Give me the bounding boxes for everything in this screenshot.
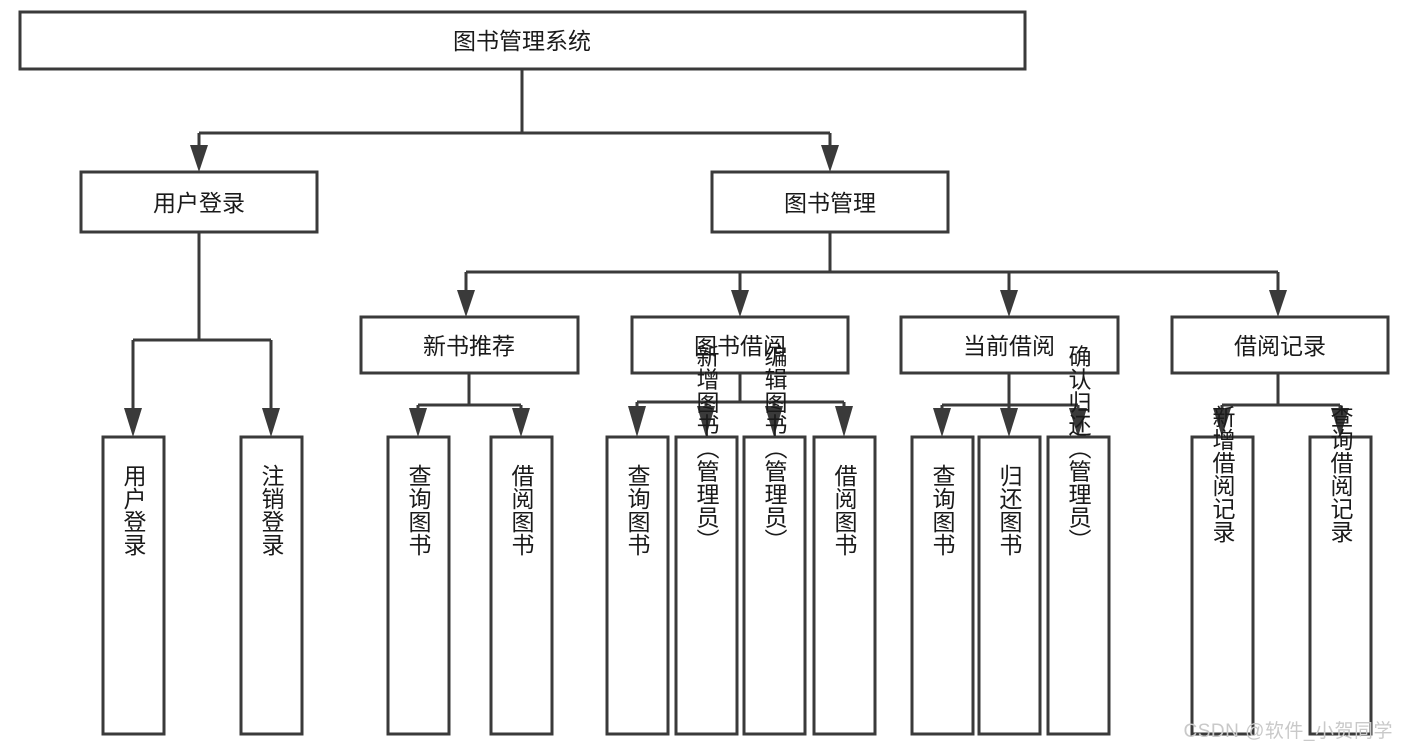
node-leaf-confirm-return-label: 确认归还（管理员）: [1065, 345, 1092, 552]
node-leaf-add-book-box[interactable]: [674, 435, 739, 736]
node-book-manage[interactable]: 图书管理: [710, 170, 950, 234]
node-leaf-query-borrow-record-label: 查询借阅记录: [1327, 405, 1354, 543]
node-leaf-edit-book[interactable]: 编辑图书（管理员）: [742, 345, 807, 736]
node-leaf-add-borrow-record-box[interactable]: [1190, 435, 1255, 736]
connector-group-book-manage: [457, 232, 1287, 317]
node-user-login-label: 用户登录: [153, 190, 245, 216]
node-leaf-user-login[interactable]: 用户登录: [101, 435, 166, 736]
node-leaf-query-book-3-box[interactable]: [910, 435, 975, 736]
node-current-borrow-label: 当前借阅: [963, 333, 1055, 359]
node-leaf-confirm-return[interactable]: 确认归还（管理员）: [1046, 345, 1111, 736]
node-leaf-query-book-2-label: 查询图书: [624, 464, 651, 556]
node-new-book-recommend[interactable]: 新书推荐: [359, 315, 580, 375]
arrowhead-br-leaf-1-icon: [1213, 408, 1231, 437]
node-user-login-box[interactable]: [79, 170, 319, 234]
connector-group-current-borrow: [933, 373, 1087, 437]
arrowhead-root-to-user-login-icon: [190, 145, 208, 172]
node-leaf-query-book-3[interactable]: 查询图书: [910, 435, 975, 736]
node-leaf-borrow-book-1[interactable]: 借阅图书: [489, 435, 554, 736]
node-leaf-user-login-label: 用户登录: [120, 464, 147, 556]
arrowhead-bm-to-borrow-record-icon: [1269, 290, 1287, 317]
connector-group-root: [190, 69, 839, 172]
node-leaf-add-borrow-record-label: 新增借阅记录: [1209, 405, 1236, 543]
arrowhead-nbr-leaf-1-icon: [409, 408, 427, 437]
connector-group-new-book-recommend: [409, 373, 530, 437]
connector-group-borrow-record: [1213, 373, 1349, 437]
arrowhead-user-login-leaf-1-icon: [124, 408, 142, 437]
node-leaf-borrow-book-2[interactable]: 借阅图书: [812, 435, 877, 736]
arrowhead-bb-leaf-3-icon: [765, 406, 783, 437]
node-book-manage-label: 图书管理: [784, 190, 876, 216]
node-borrow-record[interactable]: 借阅记录: [1170, 315, 1390, 375]
node-leaf-query-borrow-record-box[interactable]: [1308, 435, 1373, 736]
node-leaf-return-book[interactable]: 归还图书: [977, 435, 1042, 736]
node-leaf-add-borrow-record[interactable]: 新增借阅记录: [1190, 405, 1255, 736]
arrowhead-br-leaf-2-icon: [1331, 408, 1349, 437]
node-borrow-record-box[interactable]: [1170, 315, 1390, 375]
connector-group-user-login: [124, 232, 280, 437]
node-leaf-borrow-book-2-box[interactable]: [812, 435, 877, 736]
arrowhead-bm-to-current-borrow-icon: [1000, 290, 1018, 317]
node-book-borrow-label: 图书借阅: [694, 333, 786, 359]
arrowhead-cb-leaf-1-icon: [933, 408, 951, 437]
node-leaf-borrow-book-2-label: 借阅图书: [831, 464, 858, 556]
node-leaf-borrow-book-1-box[interactable]: [489, 435, 554, 736]
arrowhead-bm-to-new-book-icon: [457, 290, 475, 317]
node-book-borrow-box[interactable]: [630, 315, 850, 375]
connector-group-book-borrow: [628, 373, 853, 437]
arrowhead-cb-leaf-2-icon: [1000, 408, 1018, 437]
node-leaf-edit-book-label: 编辑图书（管理员）: [761, 345, 788, 552]
arrowhead-cb-leaf-3-icon: [1069, 408, 1087, 437]
node-leaf-return-book-box[interactable]: [977, 435, 1042, 736]
node-leaf-user-login-box[interactable]: [101, 435, 166, 736]
node-leaf-query-book-1[interactable]: 查询图书: [386, 435, 451, 736]
node-book-manage-box[interactable]: [710, 170, 950, 234]
node-root-box[interactable]: [18, 10, 1027, 71]
node-leaf-logout-login-box[interactable]: [239, 435, 304, 736]
node-book-borrow[interactable]: 图书借阅: [630, 315, 850, 375]
node-leaf-query-book-2-box[interactable]: [605, 435, 670, 736]
node-leaf-query-borrow-record[interactable]: 查询借阅记录: [1308, 405, 1373, 736]
node-root-system[interactable]: 图书管理系统: [18, 10, 1027, 71]
node-current-borrow-box[interactable]: [899, 315, 1120, 375]
node-leaf-add-book-label: 新增图书（管理员）: [693, 345, 720, 552]
arrowhead-bb-leaf-4-icon: [835, 406, 853, 437]
node-leaf-query-book-1-box[interactable]: [386, 435, 451, 736]
node-user-login[interactable]: 用户登录: [79, 170, 319, 234]
node-new-book-recommend-label: 新书推荐: [423, 333, 515, 359]
node-leaf-confirm-return-box[interactable]: [1046, 435, 1111, 736]
node-leaf-query-book-1-label: 查询图书: [405, 464, 432, 556]
node-leaf-logout-login-label: 注销登录: [258, 464, 285, 556]
node-leaf-return-book-label: 归还图书: [996, 464, 1023, 556]
node-leaf-borrow-book-1-label: 借阅图书: [508, 464, 535, 556]
node-new-book-recommend-box[interactable]: [359, 315, 580, 375]
arrowhead-bb-leaf-1-icon: [628, 406, 646, 437]
node-leaf-logout-login[interactable]: 注销登录: [239, 435, 304, 736]
node-current-borrow[interactable]: 当前借阅: [899, 315, 1120, 375]
arrowhead-bm-to-book-borrow-icon: [731, 290, 749, 317]
node-leaf-query-book-3-label: 查询图书: [929, 464, 956, 556]
arrowhead-bb-leaf-2-icon: [697, 406, 715, 437]
node-root-label: 图书管理系统: [453, 28, 591, 54]
arrowhead-root-to-book-manage-icon: [821, 145, 839, 172]
node-leaf-add-book[interactable]: 新增图书（管理员）: [674, 345, 739, 736]
node-leaf-query-book-2[interactable]: 查询图书: [605, 435, 670, 736]
arrowhead-user-login-leaf-2-icon: [262, 408, 280, 437]
arrowhead-nbr-leaf-2-icon: [512, 408, 530, 437]
node-borrow-record-label: 借阅记录: [1234, 333, 1326, 359]
node-leaf-edit-book-box[interactable]: [742, 435, 807, 736]
